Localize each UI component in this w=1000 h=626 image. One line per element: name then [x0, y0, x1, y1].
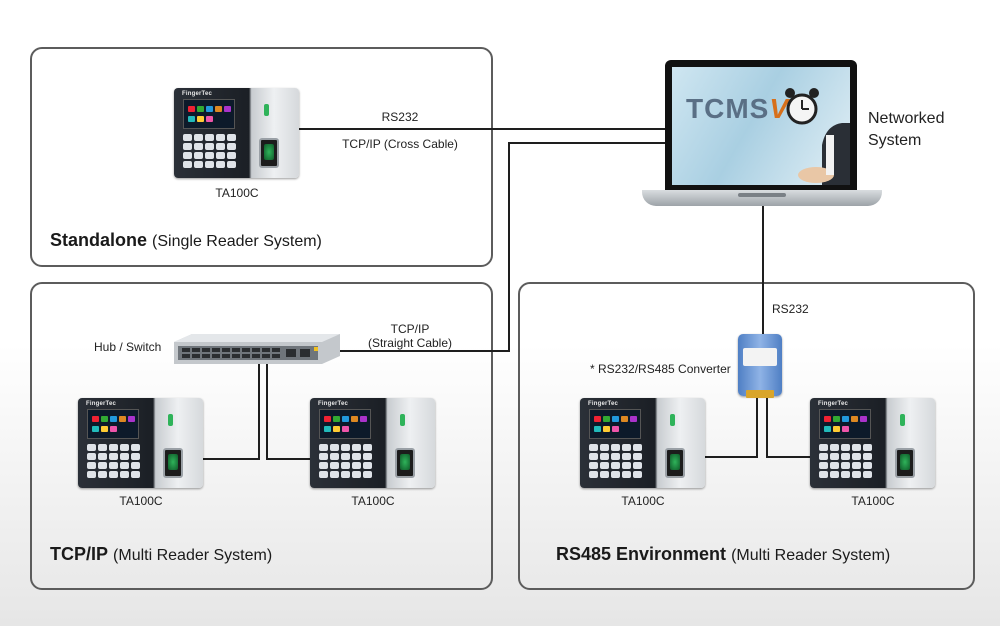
standalone-title: Standalone (Single Reader System) [50, 230, 322, 250]
wire-standalone-rs232 [296, 128, 666, 130]
rs485-panel [518, 282, 975, 590]
tcpip-panel [30, 282, 493, 590]
wire-converter-left-device [698, 456, 758, 458]
tcpip-cross-cable-label: TCP/IP (Cross Cable) [342, 137, 458, 151]
laptop-base [642, 190, 882, 206]
wire-laptop-to-converter [762, 204, 764, 336]
rs485-device-left-label: TA100C [621, 494, 665, 508]
rs485-title: RS485 Environment (Multi Reader System) [556, 544, 891, 564]
fingerprint-sensor-icon [895, 448, 915, 478]
hub-switch-icon [174, 334, 340, 364]
converter-label: * RS232/RS485 Converter [590, 362, 731, 376]
hub-switch-label: Hub / Switch [94, 340, 162, 354]
rs232-link-label: RS232 [381, 110, 419, 124]
wire-hub-left-device [198, 458, 260, 460]
tcpip-link-label: TCP/IP (Straight Cable) [367, 322, 453, 350]
rs485-rs232-link-label: RS232 [772, 302, 809, 316]
standalone-device-label: TA100C [215, 186, 259, 200]
wire-hub-to-laptop-h [340, 350, 510, 352]
wire-hub-right-device [266, 458, 318, 460]
alarm-clock-icon [785, 88, 819, 125]
fingerprint-sensor-icon [163, 448, 183, 478]
wire-hub-down-left [258, 364, 260, 460]
tcpip-title: TCP/IP (Multi Reader System) [50, 544, 273, 564]
laptop: TCMSV3 [665, 60, 857, 192]
wire-converter-down-right [766, 396, 768, 458]
ta100c-device-tcpip-left: FingerTec [78, 398, 203, 488]
ta100c-device-tcpip-right: FingerTec [310, 398, 435, 488]
wire-hub-to-laptop-top [508, 142, 666, 144]
fingerprint-sensor-icon [259, 138, 279, 168]
rs232-rs485-converter-icon [738, 334, 782, 398]
tcpip-device-left-label: TA100C [119, 494, 163, 508]
wire-hub-to-laptop-v [508, 142, 510, 352]
tcpip-device-right-label: TA100C [351, 494, 395, 508]
rs485-device-right-label: TA100C [851, 494, 895, 508]
standalone-panel [30, 47, 493, 267]
wire-hub-down-right [266, 364, 268, 460]
tcms-software-screen: TCMSV3 [672, 67, 850, 185]
wire-converter-down-left [756, 396, 758, 458]
ta100c-device-standalone: FingerTec [174, 88, 299, 178]
businessman-figure [798, 123, 850, 185]
fingerprint-sensor-icon [395, 448, 415, 478]
wire-converter-right-device [766, 456, 818, 458]
networked-system-label: Networked System [868, 110, 945, 149]
ta100c-device-rs485-right: FingerTec [810, 398, 935, 488]
ta100c-device-rs485-left: FingerTec [580, 398, 705, 488]
fingerprint-sensor-icon [665, 448, 685, 478]
